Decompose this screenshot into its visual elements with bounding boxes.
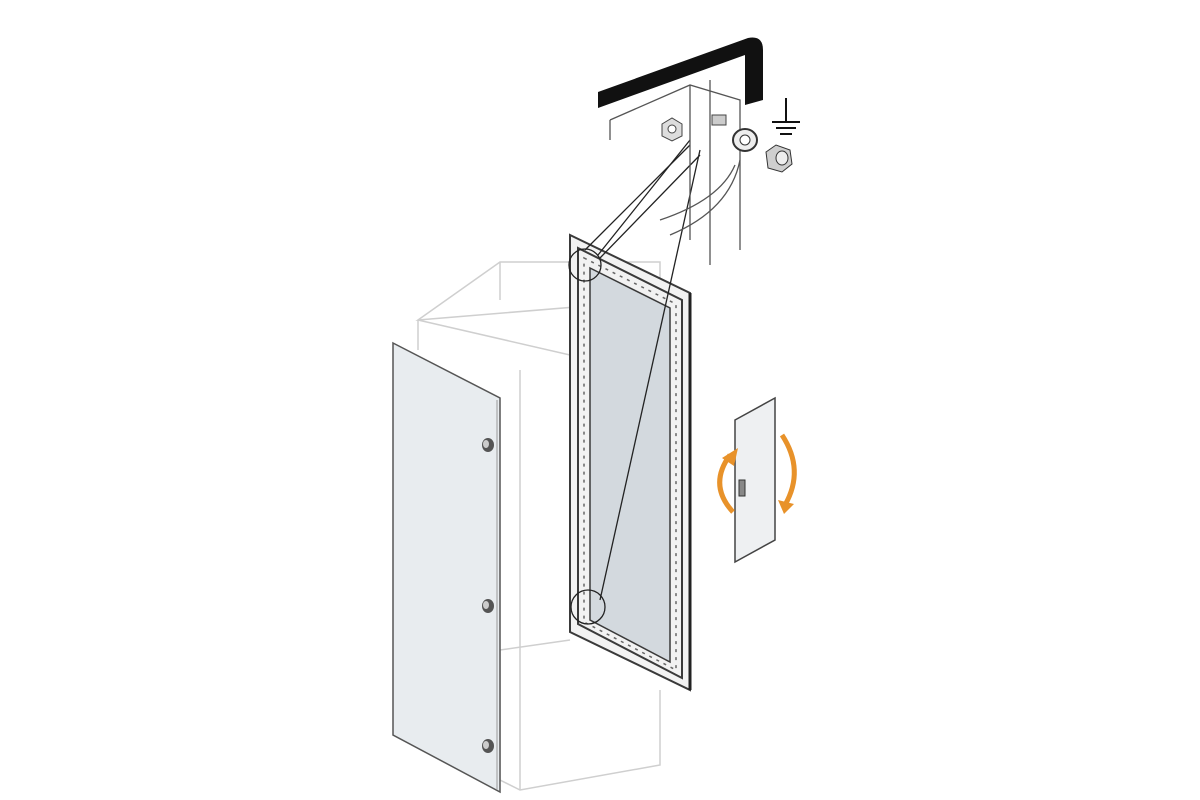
- knob-icon: [482, 438, 494, 452]
- knob-icon: [482, 599, 494, 613]
- ground-symbol-icon: [772, 98, 800, 135]
- rotate-arrow-icon: [778, 500, 794, 514]
- knob-icon: [482, 739, 494, 753]
- detail-callout: [568, 139, 701, 625]
- ring-terminal-icon: [732, 128, 758, 152]
- bolt-icon: [711, 114, 727, 126]
- nut-icon: [765, 144, 793, 173]
- small-door-icon: [734, 396, 776, 564]
- nut-icon: [661, 117, 683, 142]
- rotate-arrow-icon: [722, 448, 738, 466]
- grounding-detail: [598, 37, 800, 265]
- side-door-panel: [392, 341, 501, 794]
